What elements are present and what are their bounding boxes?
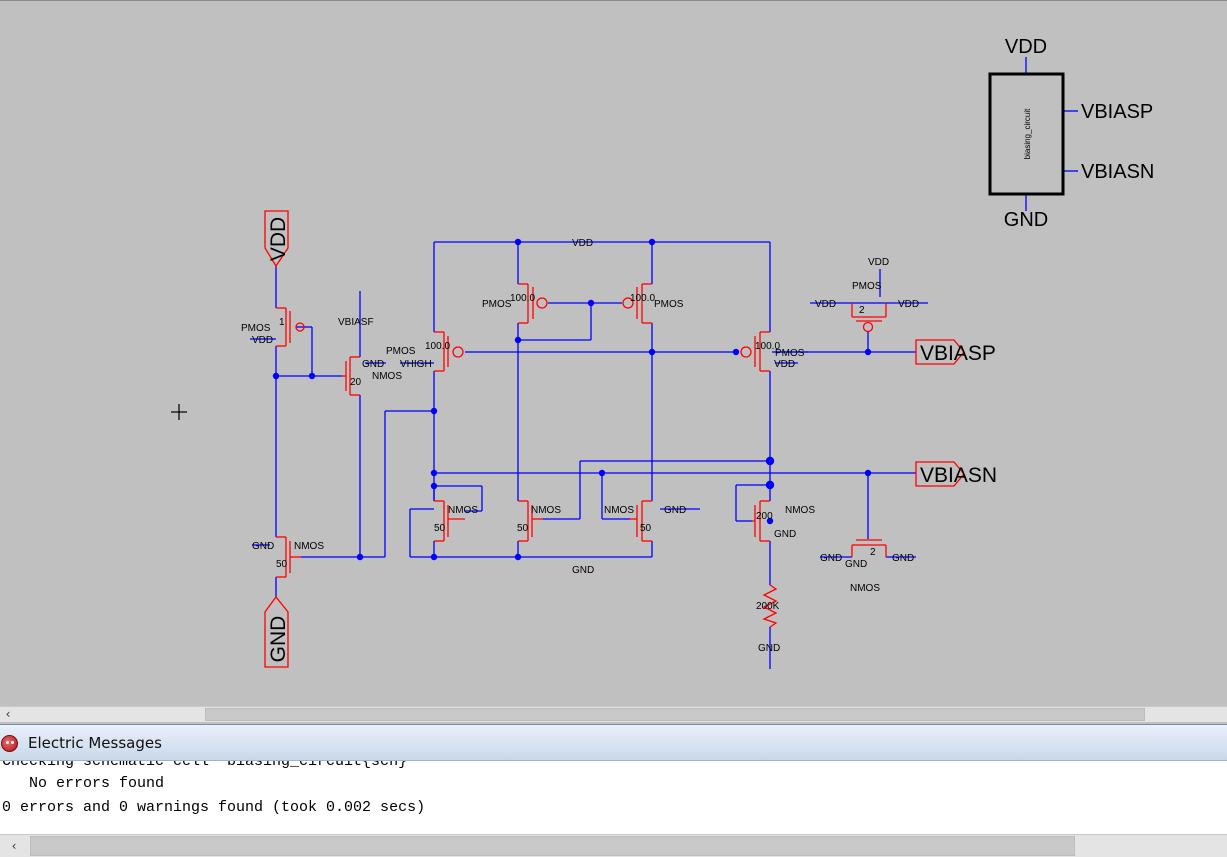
dev-type-ncap: NMOS [850,583,880,594]
pmos-p1 [276,307,305,347]
dev-size-p1: 1 [279,317,285,328]
port-label-vbiasn: VBIASN [920,464,997,487]
schematic-canvas[interactable]: VDD GND VBIASP VBIASN biasing_circuit VD… [0,0,1227,706]
messages-panel: Electric Messages Checking schematic cel… [0,724,1227,857]
dev-size-pml: 100.0 [510,293,535,304]
net-labels: VDD GND VBIASF VHIGH VDD VDD VDD GND GND… [252,238,919,654]
dev-type-nml: NMOS [531,505,561,516]
dev-size-pleft: 100.0 [425,341,450,352]
dev-type-pleft: PMOS [386,346,416,357]
net-vdd-cap: VDD [868,257,889,268]
resistor [762,584,778,628]
messages-text-area[interactable]: Checking schematic cell 'biasing_circuit… [0,761,1227,839]
dev-type-n20: NMOS [372,371,402,382]
net-vdd-p100-right: VDD [774,359,795,370]
pmos-mirror-right [622,283,652,324]
net-vdd-p1: VDD [252,335,273,346]
resistor-value: 200K [756,601,780,612]
net-gnd-n20: GND [362,359,384,370]
net-gnd-cap-mid: GND [845,559,867,570]
net-gnd-rail: GND [572,565,594,576]
dev-size-pcap: 2 [859,305,865,316]
message-line: 0 errors and 0 warnings found (took 0.00… [2,799,426,816]
messages-titlebar[interactable]: Electric Messages [0,725,1227,761]
pmos-mirror-left [518,283,548,324]
messages-horizontal-scrollbar[interactable]: ‹ [0,834,1227,857]
icon-cell-name: biasing_circuit [1023,108,1032,159]
net-gnd-n200: GND [774,529,796,540]
net-vdd-rail: VDD [572,238,593,249]
icon-pin-vdd: VDD [1005,36,1047,58]
dev-size-nmr: 50 [640,523,652,534]
nmos-diode [434,500,465,542]
net-gnd-res: GND [758,643,780,654]
pmos-cap [851,303,887,333]
nmos-start [276,536,301,578]
icon-pin-gnd: GND [1004,209,1048,231]
dev-size-nml: 50 [517,523,529,534]
port-label-gnd: GND [267,616,290,663]
scroll-left-icon[interactable]: ‹ [5,707,11,721]
dev-size-n20: 20 [350,377,362,388]
schematic-drawing[interactable]: VDD GND VBIASP VBIASN biasing_circuit VD… [0,1,1227,707]
dev-type-pright: PMOS [775,348,805,359]
dev-type-ndiode: NMOS [448,505,478,516]
cell-icon-box[interactable] [988,72,1065,196]
pmos-left [434,331,464,372]
nmos-mid-left [518,500,543,542]
device-labels: PMOS 1 NMOS 20 NMOS 50 PMOS 100.0 PMOS 1… [241,281,882,612]
dev-type-p1: PMOS [241,323,271,334]
dev-type-n200: NMOS [785,505,815,516]
dev-size-nstart: 50 [276,559,288,570]
vbiasp-port-shape [915,339,965,365]
dev-type-nstart: NMOS [294,541,324,552]
nmos-cap [851,539,887,557]
dev-type-pml: PMOS [482,299,512,310]
net-vdd-cap-right: VDD [898,299,919,310]
net-gnd-cap-left: GND [820,553,842,564]
vbiasn-port-shape [915,461,965,487]
dev-size-n200: 200 [756,511,773,522]
canvas-horizontal-scrollbar[interactable]: ‹ [0,706,1227,722]
dev-size-ndiode: 50 [434,523,446,534]
net-vbiasf: VBIASF [338,317,374,328]
message-line: Checking schematic cell 'biasing_circuit… [2,761,417,770]
nmos-n20 [342,356,360,396]
net-vdd-cap-left: VDD [815,299,836,310]
vdd-port-shape [264,210,289,268]
net-gnd-start: GND [252,541,274,552]
nmos-mid-right [630,500,652,542]
icon-pin-vbiasp: VBIASP [1081,101,1153,123]
scroll-thumb[interactable] [30,836,1075,856]
dev-type-pmr: PMOS [654,299,684,310]
dev-size-pmr: 100.0 [630,293,655,304]
port-label-vbiasp: VBIASP [920,342,996,365]
junction-dots [272,238,872,561]
wires [250,57,1078,669]
net-gnd-cap-right: GND [892,553,914,564]
electric-app-icon [1,735,18,752]
dev-size-ncap: 2 [870,547,876,558]
dev-size-pright: 100.0 [755,341,780,352]
port-label-vdd: VDD [267,217,290,261]
messages-title: Electric Messages [28,734,162,752]
gnd-port-shape [264,595,289,668]
devices [264,210,965,668]
scroll-thumb[interactable] [205,708,1145,721]
icon-pin-vbiasn: VBIASN [1081,161,1154,183]
cursor-crosshair [171,404,187,420]
dev-type-nmr: NMOS [604,505,634,516]
net-gnd-nmos-right: GND [664,505,686,516]
message-line: No errors found [2,775,165,792]
dev-type-pcap: PMOS [852,281,882,292]
net-vhigh: VHIGH [400,359,432,370]
scroll-left-icon[interactable]: ‹ [11,839,17,853]
nmos-200 [752,500,770,542]
pmos-right [740,331,770,372]
